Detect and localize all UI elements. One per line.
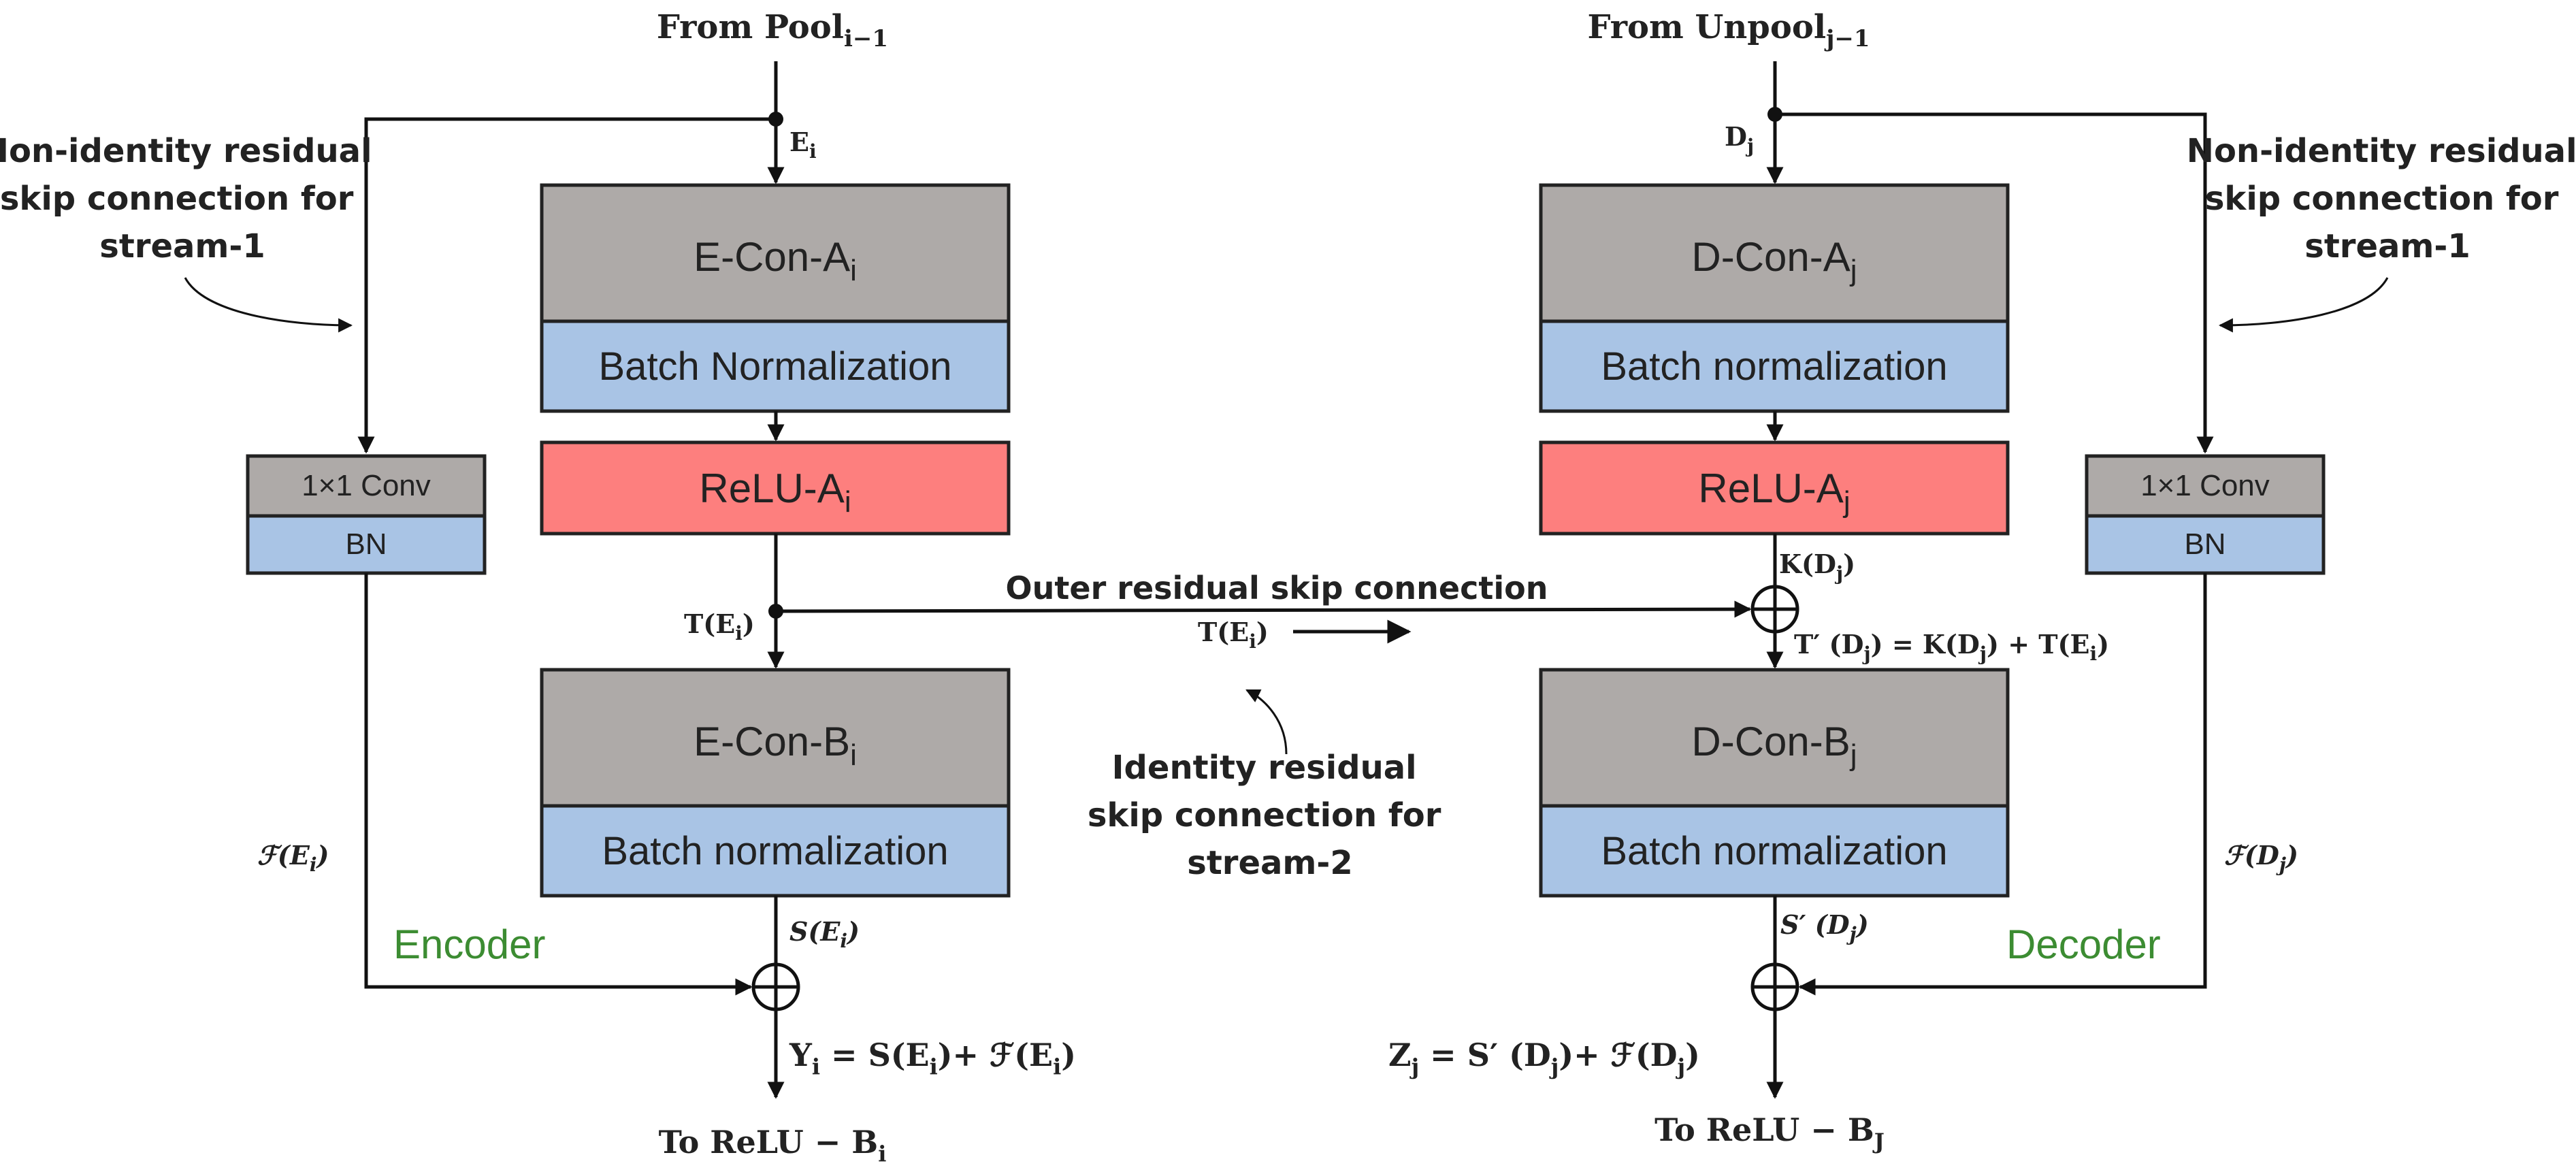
decoder-s-label: S′ (Dj): [1780, 909, 1869, 945]
encoder-bn-b-block: [540, 804, 1011, 898]
decoder-skip-conv-block: [2085, 454, 2326, 518]
encoder-skip-bn-label: BN: [345, 527, 387, 561]
encoder-conv-b-block: [540, 668, 1011, 808]
decoder-skip-wire-top: [1775, 112, 2214, 454]
encoder-s-label: S(Ei): [789, 916, 860, 952]
decoder-section-label: Decoder: [2006, 922, 2161, 967]
encoder-output-equation: Yi = S(Ei)+ ℱ(Ei): [789, 1037, 1076, 1079]
decoder-skip-conv-label: 1×1 Conv: [2140, 469, 2270, 502]
decoder-input-label: From Unpoolj−1: [1587, 8, 1870, 52]
encoder-conv-a-label: E-Con-Ai: [694, 234, 857, 287]
decoder-bn-b-block: [1539, 804, 2010, 898]
decoder-output-destination: To ReLU − BJ: [1654, 1111, 1885, 1154]
encoder-skip-wire-bottom: [364, 573, 753, 996]
decoder-conv-a-block: [1539, 183, 2010, 323]
encoder-skip-conv-block: [246, 454, 487, 518]
encoder-input-var: Ei: [789, 127, 817, 163]
encoder-section-label: Encoder: [393, 922, 545, 967]
encoder-branch: From Pooli−1 Ei E-Con-Ai Batch Normaliza…: [0, 8, 1076, 1167]
encoder-bn-a-label: Batch Normalization: [599, 344, 952, 389]
encoder-skip-note: Non-identity residual skip connection fo…: [0, 132, 383, 265]
encoder-bn-a-block: [540, 319, 1011, 413]
outer-skip-wire: [775, 600, 1752, 618]
encoder-t-label: T(Ei): [684, 608, 755, 645]
encoder-input-label: From Pooli−1: [657, 8, 888, 52]
encoder-conv-a-block: [540, 183, 1011, 323]
decoder-conv-b-block: [1539, 668, 2010, 808]
encoder-f-label: ℱ(Ei): [257, 840, 329, 876]
encoder-bn-b-label: Batch normalization: [602, 829, 948, 873]
decoder-k-label: K(Dj): [1779, 549, 1855, 585]
identity-skip-note: Identity residual skip connection for st…: [1088, 749, 1452, 882]
decoder-skip-note: Non-identity residual skip connection fo…: [2187, 132, 2576, 265]
outer-skip-connection: Outer residual skip connection T(Ei) Ide…: [775, 570, 1752, 882]
decoder-relu-a-label: ReLU-Aj: [1698, 466, 1850, 519]
decoder-input-var: Dj: [1725, 121, 1754, 157]
encoder-conv-b-label: E-Con-Bi: [694, 719, 857, 772]
decoder-skip-note-pointer: [2218, 277, 2389, 333]
encoder-skip-note-pointer: [184, 277, 353, 333]
encoder-relu-a-label: ReLU-Ai: [699, 466, 851, 519]
decoder-conv-a-label: D-Con-Aj: [1691, 234, 1857, 287]
decoder-output-equation: Zj = S′ (Dj)+ ℱ(Dj): [1388, 1037, 1700, 1079]
decoder-f-label: ℱ(Dj): [2224, 840, 2298, 876]
decoder-branch: From Unpoolj−1 Dj D-Con-Aj Batch normali…: [1388, 8, 2576, 1154]
outer-skip-carry-label: T(Ei): [1198, 617, 1269, 653]
identity-note-pointer: [1245, 689, 1288, 755]
decoder-skip-wire-bottom: [1798, 573, 2207, 996]
encoder-output-destination: To ReLU − Bi: [659, 1124, 887, 1167]
decoder-relu-a-block: [1539, 440, 2010, 536]
outer-skip-title: Outer residual skip connection: [1006, 570, 1548, 606]
decoder-bn-b-label: Batch normalization: [1601, 829, 1947, 873]
decoder-bn-a-label: Batch normalization: [1601, 344, 1947, 389]
encoder-skip-wire-top: [357, 117, 776, 454]
decoder-t-prime-equation: T′ (Dj) = K(Dj) + T(Ei): [1794, 629, 2109, 665]
encoder-skip-conv-label: 1×1 Conv: [301, 469, 431, 502]
decoder-skip-bn-label: BN: [2184, 527, 2226, 561]
decoder-conv-b-label: D-Con-Bj: [1691, 719, 1857, 772]
